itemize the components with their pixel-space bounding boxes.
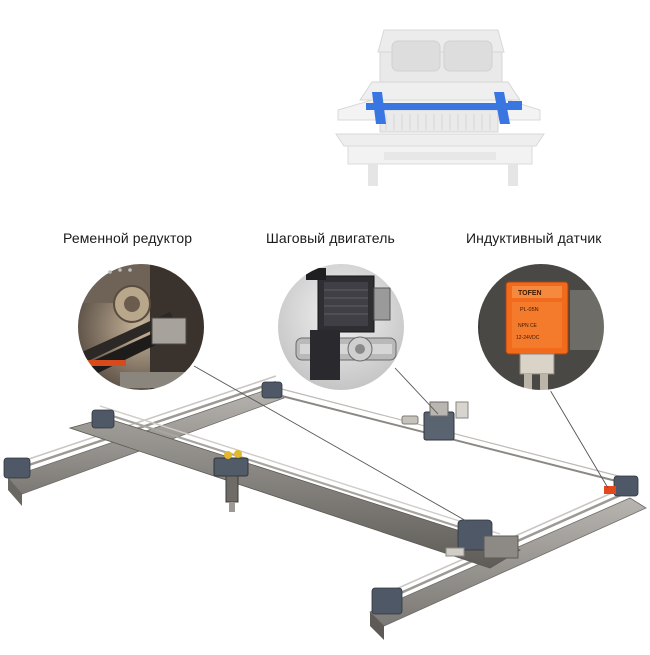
callout-belt-reducer-image xyxy=(76,262,206,392)
sensor-model-text: PL-05N xyxy=(520,307,539,313)
callout-label-stepper-motor: Шаговый двигатель xyxy=(266,230,395,246)
laser-head xyxy=(213,450,249,512)
sensor-brand-text: TOFEN xyxy=(518,290,542,297)
callout-label-belt-reducer: Ременной редуктор xyxy=(63,230,193,246)
highlighted-gantry xyxy=(366,92,522,124)
callout-stepper-motor-image xyxy=(276,262,406,392)
gantry-frame xyxy=(3,375,647,640)
decorative-dots xyxy=(108,268,132,274)
sensor-line2-text: 12-24VDC xyxy=(516,335,540,341)
machine-thumbnail xyxy=(335,29,545,186)
sensor-line1-text: NPN CE xyxy=(518,323,538,329)
sensor-on-rail xyxy=(604,486,616,494)
callout-inductive-sensor-image: TOFEN PL-05N NPN CE 12-24VDC xyxy=(476,262,606,392)
leader-lines xyxy=(193,365,609,523)
rear-stepper-motor xyxy=(423,401,469,441)
callout-label-inductive-sensor: Индуктивный датчик xyxy=(466,230,602,246)
